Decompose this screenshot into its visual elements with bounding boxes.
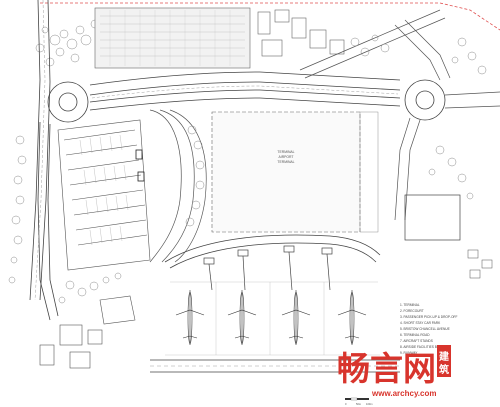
watermark-badge-1: 建	[438, 350, 450, 363]
terminal-label-2: AIRPORT	[278, 155, 293, 159]
stand-markings	[165, 281, 380, 356]
site-boundary	[40, 2, 500, 31]
legend-item-6: 6. TERMINAL ROAD	[400, 333, 430, 337]
road-northeast	[299, 9, 451, 81]
forecourt	[149, 109, 207, 263]
legend-item-1: 1. TERMINAL	[400, 303, 420, 307]
tree-row-west	[8, 135, 27, 284]
watermark-logo: 畅言网 建 筑 www.archcy.com	[337, 345, 451, 398]
legend-item-8: 8. AIRSIDE FACILITIES BUILDING	[400, 345, 450, 349]
scale-label-100: 100m	[366, 402, 373, 406]
tree-cluster-forecourt	[185, 125, 205, 227]
legend-item-5: 5. BRISTOW CHANCELL AVENUE	[400, 327, 450, 331]
scale-bar: 0 50m 100m	[345, 397, 373, 406]
car-park-kiosks	[135, 149, 145, 182]
legend-item-2: 2. FORECOURT	[400, 309, 424, 313]
road-east	[394, 91, 500, 221]
short-stay-car-park	[57, 119, 151, 271]
legend-item-9: 9. RUNWAY	[400, 351, 418, 355]
buildings-north	[257, 9, 345, 57]
roundabout-east	[404, 79, 446, 121]
aircraft-2	[227, 290, 257, 345]
terminal-building: TERMINAL AIRPORT TERMINAL	[211, 111, 361, 233]
tree-cluster-ne	[350, 34, 487, 75]
terminal-label-1: TERMINAL	[277, 150, 294, 154]
boarding-bridges	[203, 245, 333, 291]
terminal-road	[89, 71, 401, 111]
watermark-badge-2: 筑	[439, 363, 449, 376]
watermark-url: www.archcy.com	[371, 389, 436, 398]
legend: 1. TERMINAL 2. FORECOURT 3. PASSENGER PI…	[400, 303, 457, 355]
aircraft-4	[337, 290, 367, 345]
road-west	[29, 0, 59, 321]
roundabout-west	[47, 81, 89, 123]
small-blocks-east	[467, 249, 493, 279]
watermark-brand: 畅言网	[337, 349, 436, 388]
legend-item-7: 7. AIRCRAFT STANDS	[400, 339, 433, 343]
terminal-label-3: TERMINAL	[277, 160, 294, 164]
buildings-southwest	[39, 295, 136, 369]
tree-cluster-east	[428, 145, 474, 200]
top-car-park	[94, 7, 251, 69]
tree-cluster-sw	[58, 272, 122, 304]
airside-facilities-building	[359, 111, 461, 241]
road-centre-lines	[91, 85, 399, 99]
road-west-dashes	[34, 0, 46, 301]
legend-item-3: 3. PASSENGER PICK-UP & DROP-OFF	[400, 315, 457, 319]
scale-label-50: 50m	[356, 402, 361, 406]
aircraft-3	[281, 290, 311, 345]
runway	[150, 359, 400, 373]
scale-label-0: 0	[345, 402, 347, 406]
aircraft-stands	[175, 290, 367, 345]
legend-item-4: 4. SHORT STAY CAR PARK	[400, 321, 441, 325]
car-park-stalls	[79, 134, 129, 246]
apron-edge	[164, 234, 381, 269]
aircraft-1	[175, 290, 205, 345]
tree-cluster-nw	[35, 19, 100, 67]
